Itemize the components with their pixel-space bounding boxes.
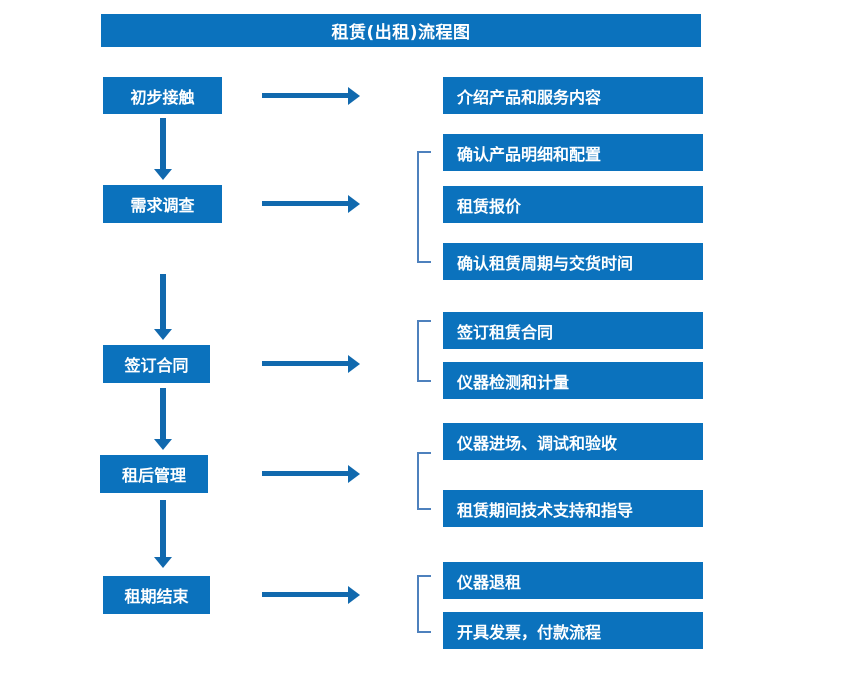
stage-box-1[interactable]: 初步接触 bbox=[103, 77, 222, 114]
arrow-head bbox=[348, 195, 360, 213]
group-bracket-2 bbox=[417, 151, 431, 263]
detail-box-7[interactable]: 仪器进场、调试和验收 bbox=[443, 423, 703, 460]
arrow-down-2 bbox=[152, 274, 174, 340]
arrow-shaft bbox=[262, 361, 348, 366]
detail-box-8[interactable]: 租赁期间技术支持和指导 bbox=[443, 490, 703, 527]
arrow-head bbox=[348, 586, 360, 604]
arrow-right-3 bbox=[262, 355, 360, 373]
arrow-right-1 bbox=[262, 87, 360, 105]
arrow-shaft bbox=[262, 471, 348, 476]
arrow-head bbox=[348, 465, 360, 483]
group-bracket-3 bbox=[417, 320, 431, 382]
arrow-head bbox=[348, 87, 360, 105]
detail-box-5[interactable]: 签订租赁合同 bbox=[443, 312, 703, 349]
arrow-head bbox=[154, 557, 172, 568]
arrow-shaft bbox=[262, 201, 348, 206]
arrow-head bbox=[154, 439, 172, 450]
detail-box-9[interactable]: 仪器退租 bbox=[443, 562, 703, 599]
arrow-right-4 bbox=[262, 465, 360, 483]
arrow-head bbox=[154, 329, 172, 340]
detail-box-6[interactable]: 仪器检测和计量 bbox=[443, 362, 703, 399]
group-bracket-5 bbox=[417, 575, 431, 633]
detail-box-3[interactable]: 租赁报价 bbox=[443, 186, 703, 223]
detail-box-1[interactable]: 介绍产品和服务内容 bbox=[443, 77, 703, 114]
chart-title: 租赁(出租)流程图 bbox=[101, 14, 701, 47]
arrow-right-5 bbox=[262, 586, 360, 604]
arrow-shaft bbox=[262, 592, 348, 597]
stage-box-4[interactable]: 租后管理 bbox=[100, 455, 208, 493]
stage-box-2[interactable]: 需求调查 bbox=[103, 185, 222, 223]
arrow-shaft bbox=[160, 500, 166, 557]
detail-box-10[interactable]: 开具发票，付款流程 bbox=[443, 612, 703, 649]
arrow-shaft bbox=[262, 93, 348, 98]
group-bracket-4 bbox=[417, 452, 431, 510]
arrow-shaft bbox=[160, 118, 166, 169]
arrow-right-2 bbox=[262, 195, 360, 213]
arrow-head bbox=[154, 169, 172, 180]
arrow-head bbox=[348, 355, 360, 373]
detail-box-2[interactable]: 确认产品明细和配置 bbox=[443, 134, 703, 171]
arrow-down-1 bbox=[152, 118, 174, 180]
arrow-shaft bbox=[160, 388, 166, 439]
stage-box-5[interactable]: 租期结束 bbox=[103, 576, 210, 614]
arrow-down-3 bbox=[152, 388, 174, 450]
arrow-shaft bbox=[160, 274, 166, 329]
detail-box-4[interactable]: 确认租赁周期与交货时间 bbox=[443, 243, 703, 280]
stage-box-3[interactable]: 签订合同 bbox=[103, 345, 210, 383]
arrow-down-4 bbox=[152, 500, 174, 568]
